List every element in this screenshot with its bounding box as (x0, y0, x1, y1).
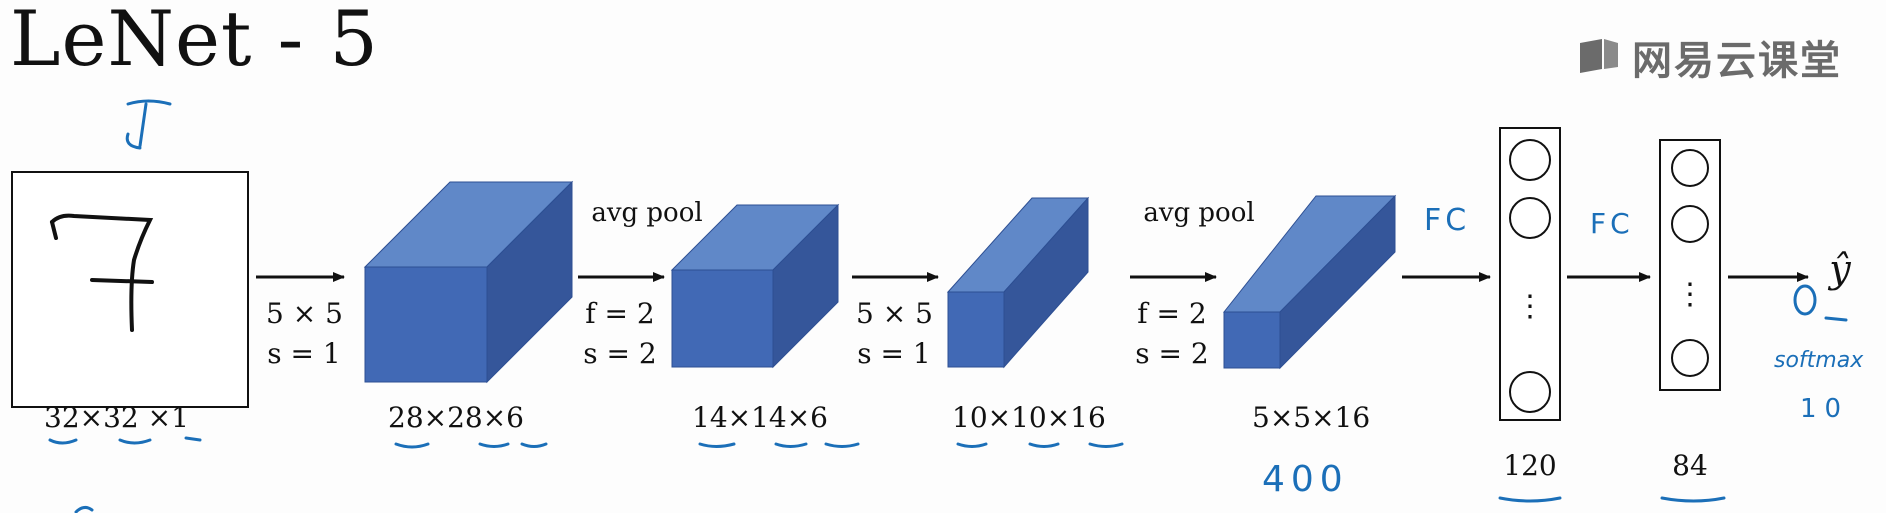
conv2-dims-label: 10×10×16 (952, 401, 1106, 434)
pool2-dims-label: 5×5×16 (1252, 401, 1371, 434)
conv2-volume (946, 196, 1090, 369)
page-title: LeNet - 5 (10, 0, 379, 83)
watermark-logo: 网易云课堂 (1578, 30, 1842, 84)
output-node-scribble (1793, 284, 1817, 316)
pool2-op-filter: f = 2 (1137, 297, 1207, 330)
conv2-op-kernel: 5 × 5 (856, 297, 933, 330)
fc1-layer (1499, 127, 1561, 421)
pool2-op-stride: s = 2 (1135, 337, 1209, 370)
fc2-neuron (1671, 149, 1709, 187)
handwritten-underlines (48, 99, 1848, 513)
fc1-label: FC (1424, 203, 1471, 238)
fc2-layer (1659, 139, 1721, 391)
pool2-flattened-note: 400 (1262, 459, 1349, 500)
output-y-hat: ŷ (1829, 247, 1851, 291)
pool2-volume (1222, 194, 1397, 370)
fc2-neuron (1671, 339, 1709, 377)
conv1-volume (363, 180, 574, 384)
conv1-op-stride: s = 1 (267, 337, 341, 370)
fc2-neuron (1671, 205, 1709, 243)
output-softmax-note: softmax (1774, 348, 1864, 373)
fc1-size-label: 120 (1503, 449, 1557, 482)
fc1-neuron (1509, 197, 1551, 239)
pool1-dims-label: 14×14×6 (692, 401, 828, 434)
book-icon (1580, 39, 1618, 73)
fc2-label: FC (1590, 207, 1634, 240)
conv1-dims-label: 28×28×6 (388, 401, 524, 434)
conv2-op-stride: s = 1 (857, 337, 931, 370)
pool1-op-filter: f = 2 (585, 297, 655, 330)
input-dims-label: 32×32 ×1 (44, 401, 189, 434)
pool2-op-title: avg pool (1143, 198, 1255, 228)
fc2-dots: ⋮ (1675, 277, 1705, 312)
fc1-dots: ⋮ (1515, 289, 1545, 324)
watermark-text: 网易云课堂 (1632, 38, 1842, 84)
pool1-volume (670, 203, 840, 369)
pool1-op-title: avg pool (591, 198, 703, 228)
fc1-neuron (1509, 139, 1551, 181)
input-image (11, 171, 249, 408)
fc1-neuron (1509, 371, 1551, 413)
conv1-op-kernel: 5 × 5 (266, 297, 343, 330)
output-classes-note: 10 (1800, 394, 1850, 424)
pool1-op-stride: s = 2 (583, 337, 657, 370)
fc2-size-label: 84 (1672, 449, 1708, 482)
